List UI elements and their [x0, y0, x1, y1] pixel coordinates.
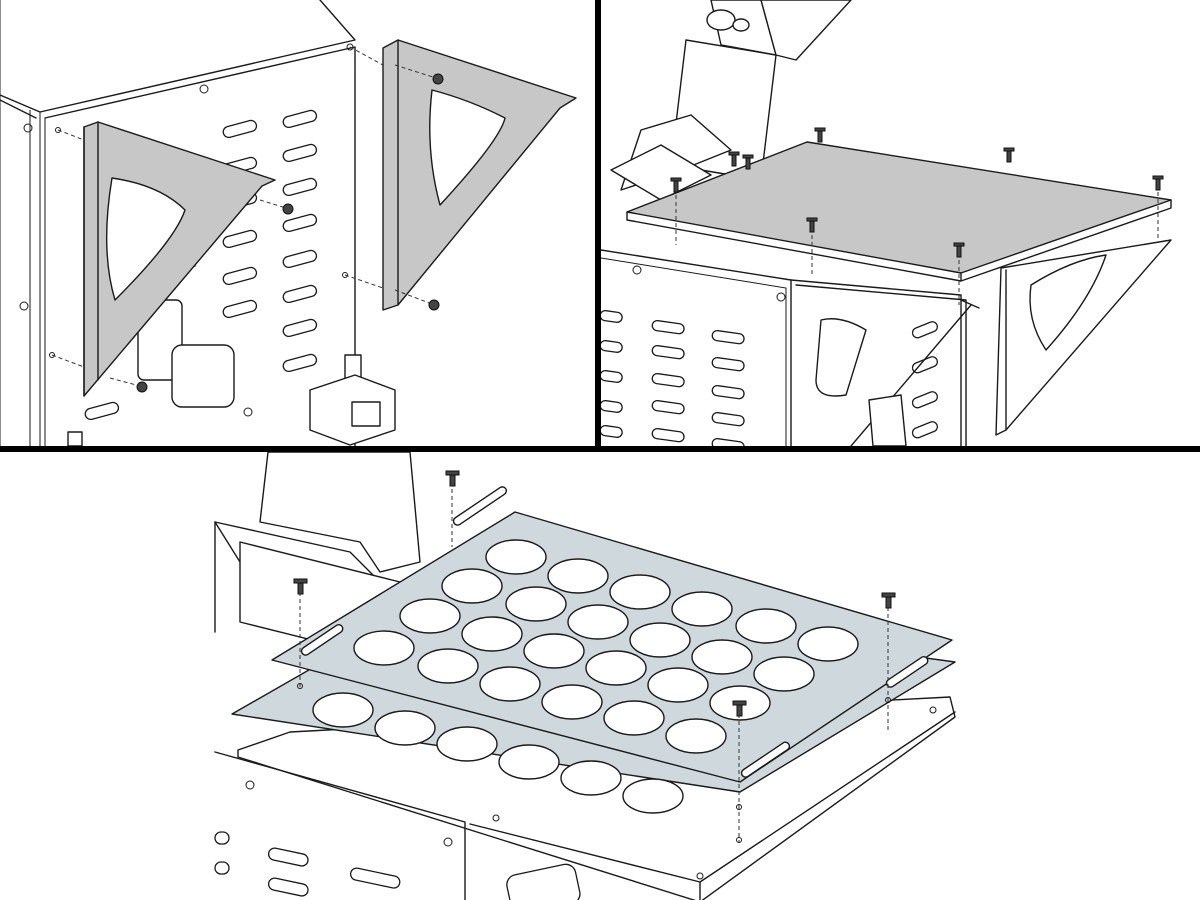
bracket-assembly-drawing: [0, 0, 577, 446]
panel-mount-top-plate: [601, 0, 1200, 446]
cabinet-lower: [214, 706, 956, 900]
panel-mount-side-brackets: [0, 0, 595, 446]
mounting-holes: [19, 43, 354, 417]
background-column: [214, 452, 421, 663]
left-bracket: [83, 121, 276, 397]
perforated-plates-assembly-drawing: [214, 452, 956, 900]
side-brackets: [815, 239, 1172, 446]
screws: [51, 46, 444, 393]
panel-divider-horizontal: [0, 446, 1200, 452]
bottom-fitting: [67, 354, 396, 446]
plate-screws: [670, 127, 1164, 305]
top-plate-assembly-drawing: [601, 0, 1172, 446]
panel-divider-vertical: [595, 0, 601, 452]
plate-holes: [312, 539, 859, 814]
vent-slots: [601, 309, 938, 446]
plate-screws: [293, 470, 896, 843]
robot-arm: [610, 0, 852, 201]
right-bracket: [382, 39, 577, 311]
vent-slots: [84, 109, 318, 421]
panel-mount-perforated-plates: [0, 452, 1200, 900]
cabinet-lower: [601, 249, 967, 446]
upper-perforated-plate: [271, 486, 953, 783]
cabinet-body: [0, 0, 356, 446]
